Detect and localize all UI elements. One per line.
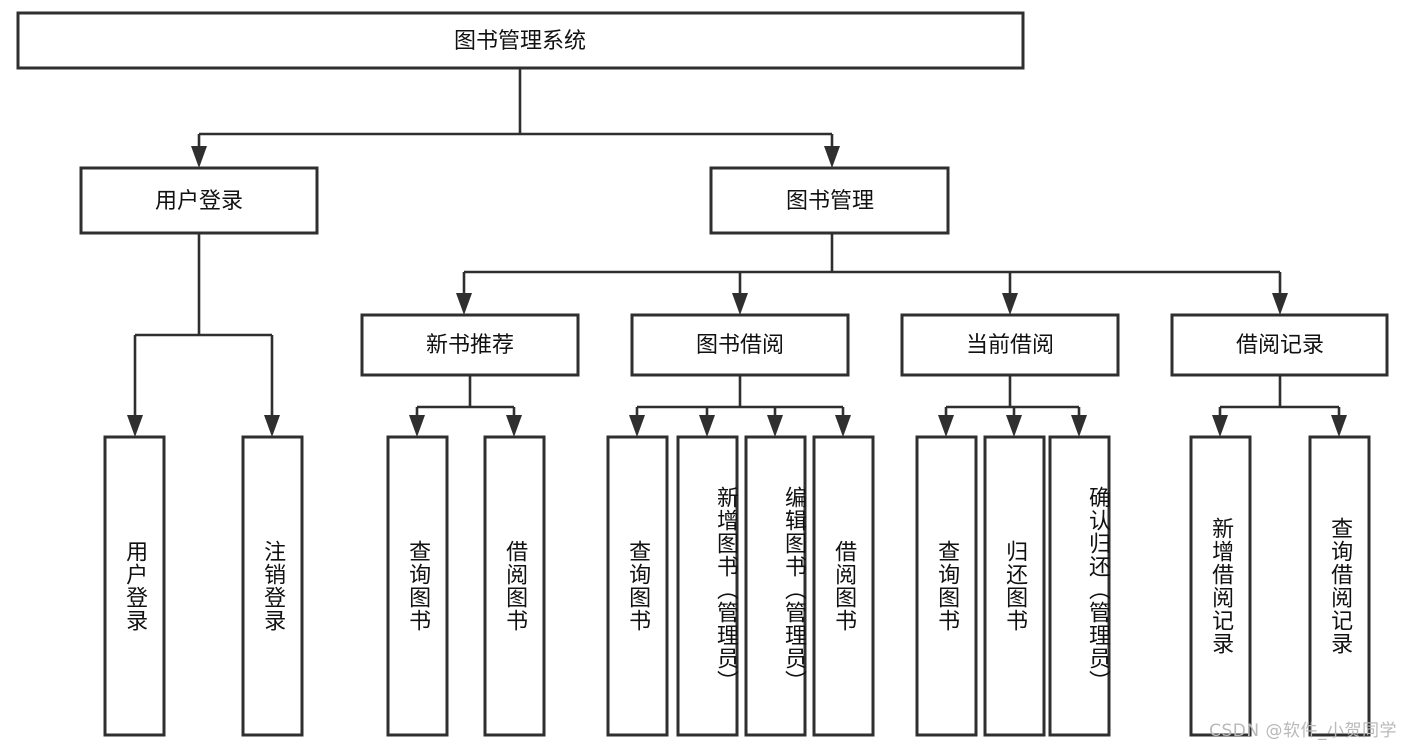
connector-group-book-mgmt	[456, 233, 1288, 315]
node-current-borrow-label: 当前借阅	[966, 333, 1054, 358]
node-user-login-label: 用户登录	[155, 189, 243, 214]
leaf-box-logout[interactable]	[241, 435, 304, 737]
node-current-borrow-box[interactable]	[900, 313, 1120, 377]
leaf-box-add-book-admin[interactable]	[676, 435, 739, 737]
connector-group-book-borrow	[629, 375, 851, 437]
node-new-book-recommend[interactable]: 新书推荐	[360, 313, 580, 377]
node-book-borrow[interactable]: 图书借阅	[630, 313, 850, 377]
arrowhead-cb-leaf3	[1071, 415, 1087, 437]
node-user-login-box[interactable]	[79, 166, 319, 235]
arrowhead-book-mgmt	[824, 146, 840, 168]
connector-group-root	[191, 68, 840, 168]
arrowhead-nbr-leaf1	[409, 415, 425, 437]
leaf-box-query-book-1[interactable]	[386, 435, 449, 737]
node-book-management-label: 图书管理	[786, 189, 874, 214]
node-book-borrow-box[interactable]	[630, 313, 850, 377]
arrowhead-bb-leaf1	[629, 415, 645, 437]
connector-group-borrow-record	[1212, 375, 1347, 437]
node-borrow-record[interactable]: 借阅记录	[1170, 313, 1389, 377]
arrowhead-leaf-user-login	[127, 415, 143, 437]
node-new-book-recommend-label: 新书推荐	[426, 333, 514, 358]
node-user-login[interactable]: 用户登录	[79, 166, 319, 235]
leaf-box-query-borrow-record[interactable]	[1308, 435, 1371, 737]
leaf-box-user-login[interactable]	[103, 435, 166, 737]
leaf-box-borrow-book-2[interactable]	[812, 435, 875, 737]
arrowhead-book-borrow	[732, 293, 748, 315]
connector-group-current-borrow	[938, 375, 1087, 437]
node-book-management[interactable]: 图书管理	[709, 166, 950, 235]
arrowhead-user-login	[191, 146, 207, 168]
arrowhead-bb-leaf3	[767, 415, 783, 437]
arrowhead-bb-leaf2	[699, 415, 715, 437]
arrowhead-leaf-logout	[264, 415, 280, 437]
node-book-borrow-label: 图书借阅	[696, 333, 784, 358]
leaf-box-add-borrow-record[interactable]	[1189, 435, 1252, 737]
node-root[interactable]: 图书管理系统	[16, 11, 1025, 70]
arrowhead-cb-leaf1	[938, 415, 954, 437]
arrowhead-new-book-rec	[456, 293, 472, 315]
leaf-box-group	[103, 435, 1371, 737]
arrowhead-nbr-leaf2	[506, 415, 522, 437]
node-borrow-record-label: 借阅记录	[1236, 333, 1324, 358]
arrowhead-bb-leaf4	[835, 415, 851, 437]
node-borrow-record-box[interactable]	[1170, 313, 1389, 377]
arrowhead-cb-leaf2	[1006, 415, 1022, 437]
arrowhead-current-borrow	[1002, 293, 1018, 315]
connector-group-user-login	[127, 233, 280, 437]
arrowhead-br-leaf2	[1331, 415, 1347, 437]
arrowhead-br-leaf1	[1212, 415, 1228, 437]
arrowhead-borrow-record	[1272, 293, 1288, 315]
node-book-management-box[interactable]	[709, 166, 950, 235]
node-root-label: 图书管理系统	[454, 29, 586, 54]
leaf-box-edit-book-admin[interactable]	[744, 435, 807, 737]
node-root-box[interactable]	[16, 11, 1025, 70]
node-current-borrow[interactable]: 当前借阅	[900, 313, 1120, 377]
node-new-book-recommend-box[interactable]	[360, 313, 580, 377]
leaf-box-query-book-3[interactable]	[915, 435, 978, 737]
leaf-box-query-book-2[interactable]	[606, 435, 669, 737]
leaf-box-return-book[interactable]	[983, 435, 1046, 737]
leaf-box-borrow-book-1[interactable]	[483, 435, 546, 737]
leaf-box-confirm-return-admin[interactable]	[1048, 435, 1111, 737]
connector-group-new-book-rec	[409, 375, 522, 437]
